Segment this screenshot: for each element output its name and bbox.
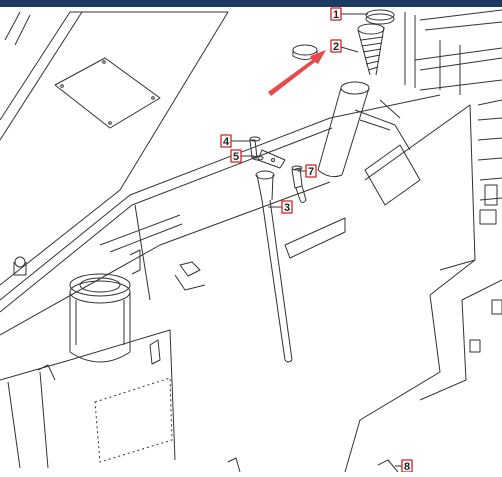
callout-box [330, 7, 342, 21]
callout-box [220, 134, 232, 148]
callout-4: 4 [220, 134, 232, 148]
callout-label: 4 [223, 136, 230, 148]
callout-label: 5 [233, 151, 239, 163]
callout-label: 7 [308, 166, 314, 178]
callout-label: 2 [333, 41, 339, 53]
callout-7: 7 [305, 164, 317, 178]
chassis-body [0, 9, 502, 473]
callout-8: 8 [401, 459, 413, 473]
dipstick [249, 136, 293, 363]
leader-lines [231, 13, 402, 467]
callout-box [230, 149, 242, 163]
callout-label: 1 [333, 9, 339, 21]
callout-box [281, 200, 293, 214]
callout-3: 3 [281, 200, 293, 214]
indicator-arrow [268, 50, 326, 96]
window-top-bar [0, 0, 502, 7]
lower-fittings [37, 339, 399, 473]
callout-1: 1 [330, 7, 342, 21]
filter-cylinder [69, 249, 141, 363]
callout-box [330, 39, 342, 53]
callout-box [305, 164, 317, 178]
callout-label: 3 [284, 202, 290, 214]
callout-2: 2 [330, 39, 342, 53]
callout-label: 8 [404, 461, 410, 472]
clip-part [291, 165, 307, 203]
filler-neck [292, 9, 411, 178]
callout-5: 5 [230, 149, 242, 163]
